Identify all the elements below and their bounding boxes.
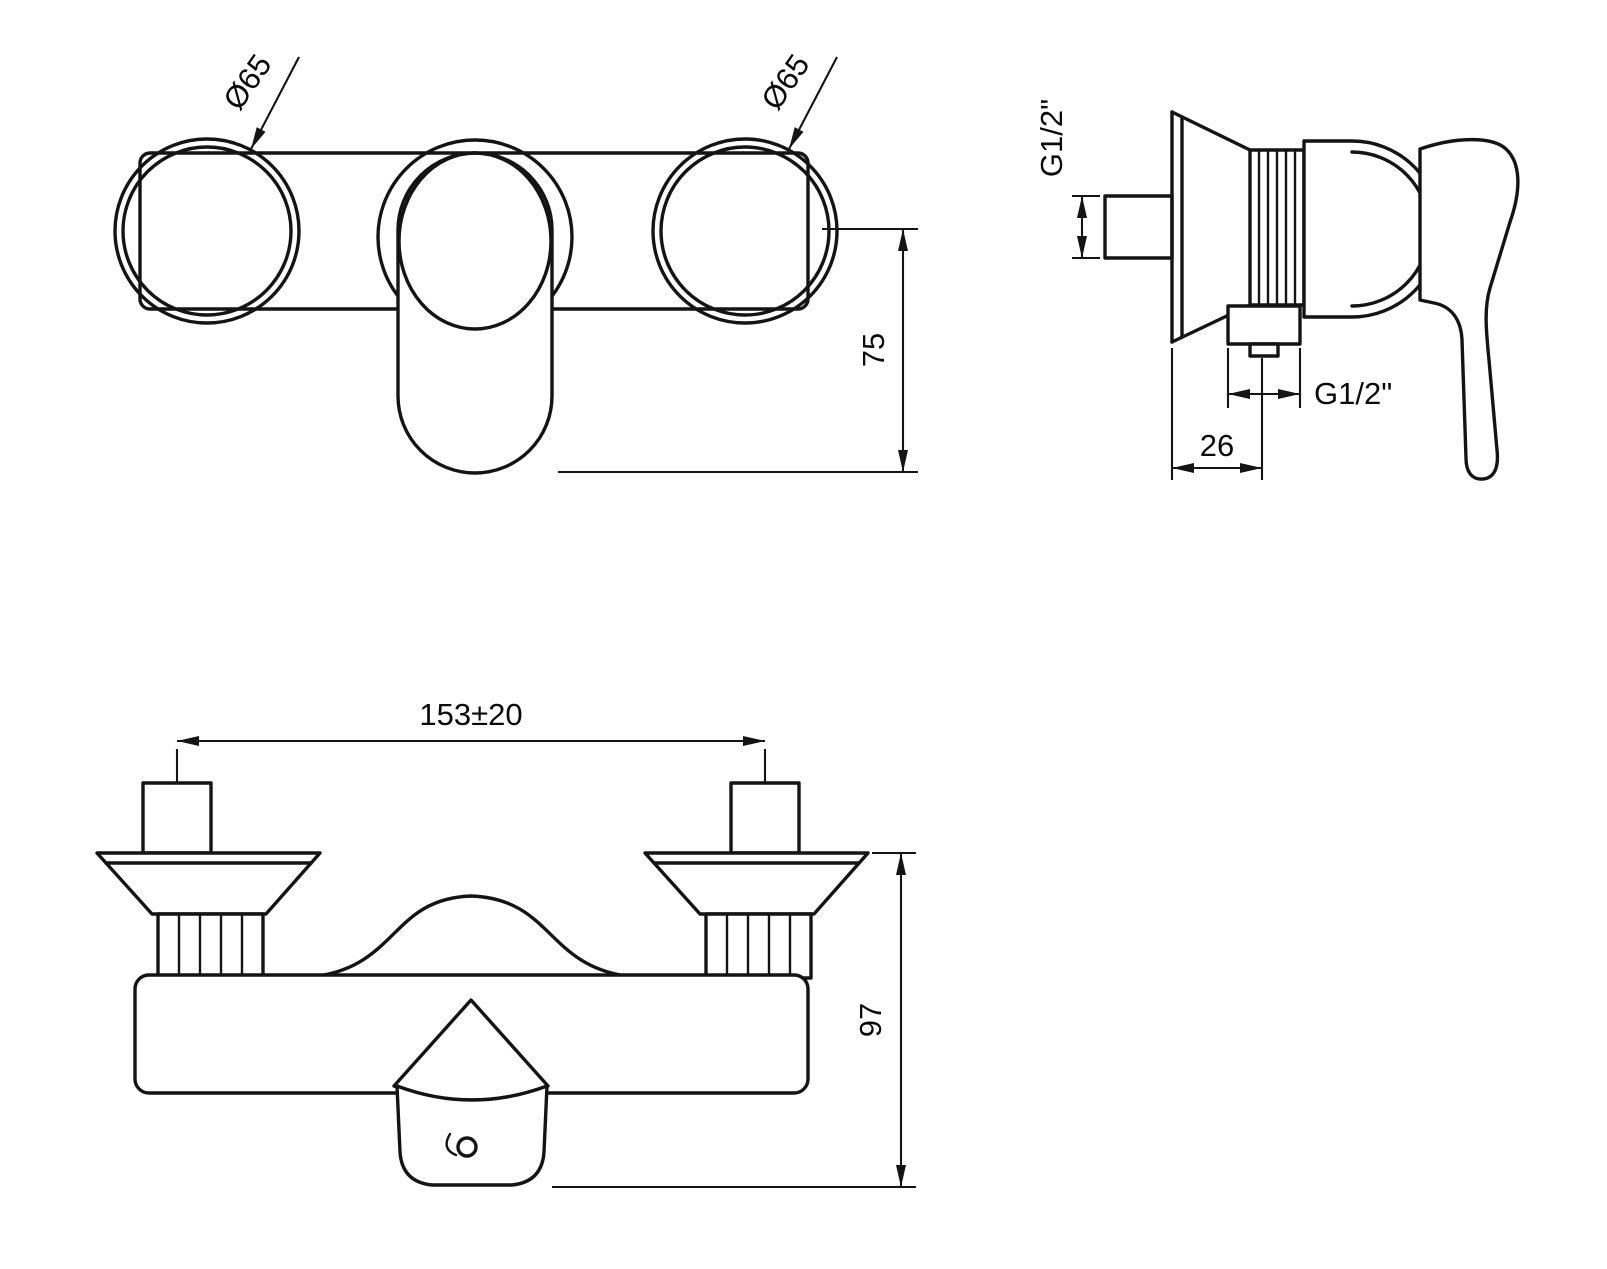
front-view-right-escutcheon xyxy=(643,851,870,980)
leader-line xyxy=(788,56,838,150)
dimension-75: 75 xyxy=(558,227,918,474)
dimension-label-inlet-thread: G1/2" xyxy=(1034,99,1069,177)
top-view-right-escutcheon-inner xyxy=(659,145,831,317)
dimension-153: 153±20 xyxy=(175,697,767,785)
dimension-label-97: 97 xyxy=(853,1003,888,1037)
side-view-outlet-stub xyxy=(1226,304,1302,346)
top-view-lever-handle xyxy=(396,151,554,475)
leader-line xyxy=(250,56,300,150)
dimension-inlet-thread: G1/2" xyxy=(1034,99,1100,260)
front-view-outlet-cup xyxy=(395,1084,549,1187)
top-view-left-escutcheon-outer xyxy=(113,137,301,325)
dimension-97: 97 xyxy=(552,851,916,1189)
side-view-lever-handle xyxy=(1418,137,1520,481)
front-view-handle-hump xyxy=(316,894,628,978)
dimension-outlet-thread: G1/2" xyxy=(1226,348,1392,411)
side-view-escutcheon xyxy=(1170,110,1254,344)
front-view-diverter-detail xyxy=(445,1132,478,1158)
dimension-label-153: 153±20 xyxy=(419,697,522,732)
dimension-label-diameter-right: Ø65 xyxy=(754,48,816,116)
dimension-label-outlet-thread: G1/2" xyxy=(1314,376,1392,411)
top-view-right-escutcheon-outer xyxy=(651,137,839,325)
front-view-left-inlet-stub xyxy=(141,781,213,855)
dimension-26: 26 xyxy=(1170,348,1264,480)
dimension-diameter-right: Ø65 xyxy=(754,48,838,150)
dimension-label-26: 26 xyxy=(1200,428,1234,463)
side-view-threaded-collar xyxy=(1248,148,1306,307)
dimension-label-diameter-left: Ø65 xyxy=(216,48,278,116)
front-view: 153±20 xyxy=(95,697,916,1189)
top-view: Ø65 Ø65 75 xyxy=(113,48,918,475)
front-view-right-inlet-stub xyxy=(729,781,801,855)
front-view-left-escutcheon xyxy=(95,851,322,980)
side-view-outlet-nub xyxy=(1248,342,1280,358)
side-view-inlet-stub xyxy=(1103,194,1174,260)
dimension-label-75: 75 xyxy=(856,333,891,367)
top-view-handle-cap xyxy=(397,151,553,331)
top-view-left-escutcheon-inner xyxy=(121,145,293,317)
side-view: G1/2" G1/2" 26 xyxy=(1034,99,1520,481)
dimension-diameter-left: Ø65 xyxy=(216,48,300,150)
